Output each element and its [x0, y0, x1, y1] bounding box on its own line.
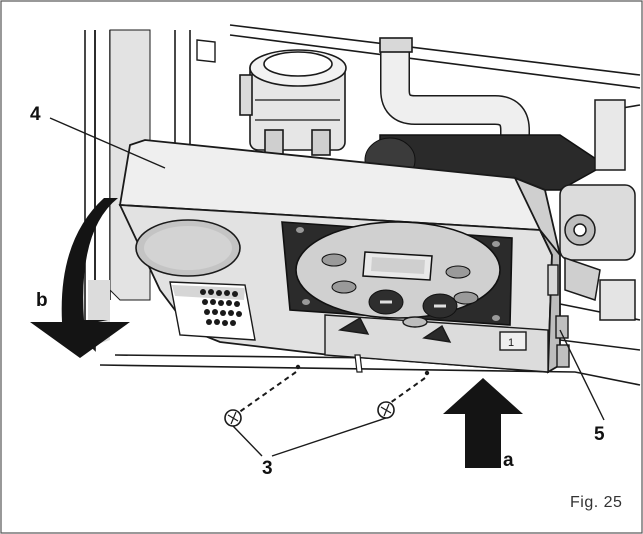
callout-4: 4 [30, 104, 41, 125]
callout-a: a [503, 450, 514, 471]
gas-valve [559, 99, 636, 321]
control-dial-plate [281, 221, 513, 326]
panel-bottom-lip: 1 [324, 314, 549, 373]
screw-icon [224, 401, 395, 427]
panel-clip [547, 264, 570, 368]
up-arrow-icon [443, 378, 523, 468]
screw-hole-left [295, 364, 301, 370]
terminal-connector [169, 281, 256, 341]
callout-3: 3 [262, 458, 273, 479]
leader-lines [49, 117, 605, 457]
screw-guide-right [389, 377, 426, 404]
panel-hook [354, 354, 363, 373]
callout-5: 5 [594, 424, 605, 445]
figure-caption: Fig. 25 [570, 494, 623, 511]
callout-b: b [36, 290, 48, 311]
screw-hole-right [424, 370, 430, 376]
svg-text:1: 1 [508, 337, 514, 349]
fan-motor-unit [239, 49, 347, 156]
screw-guide-left [237, 371, 297, 414]
display-window-inner [144, 226, 232, 270]
curved-down-arrow-icon [30, 198, 130, 358]
casing-tab [196, 39, 216, 63]
